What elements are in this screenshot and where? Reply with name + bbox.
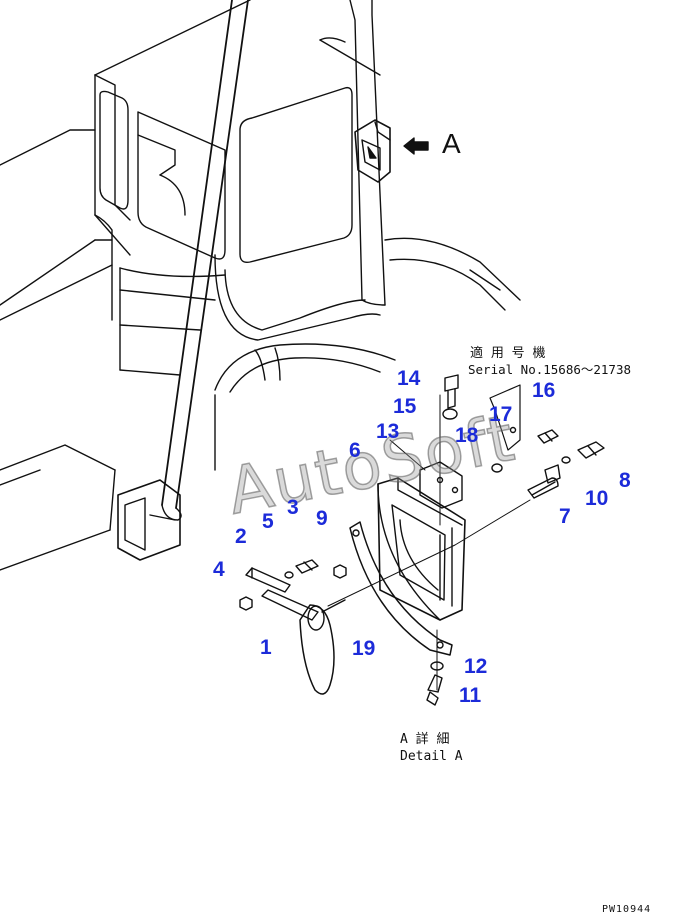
view-arrow [403,137,429,155]
callout-4: 4 [213,558,225,581]
callout-15: 15 [393,395,417,418]
callout-8: 8 [619,469,631,492]
callout-7: 7 [559,505,571,528]
callout-6: 6 [349,439,361,462]
machine-body [0,0,521,571]
view-label: A [442,128,461,159]
detail-caption-jp: A 詳 細 [400,732,450,747]
callout-9: 9 [316,507,328,530]
callout-12: 12 [464,655,488,678]
serial-note-jp: 適 用 号 機 [470,346,546,361]
callout-18: 18 [455,424,479,447]
callout-10: 10 [585,487,609,510]
detail-caption-en: Detail A [400,749,463,764]
callout-17: 17 [489,403,513,426]
serial-note-en: Serial No.15686〜21738 [468,362,632,377]
callout-11: 11 [459,684,482,707]
drawing-code: PW10944 [602,904,652,915]
callout-13: 13 [376,420,400,443]
callout-19: 19 [352,637,376,660]
callout-5: 5 [262,510,274,533]
callout-16: 16 [532,379,556,402]
callout-14: 14 [397,367,421,390]
callout-2: 2 [235,525,247,548]
detail-parts [239,374,605,706]
callout-3: 3 [287,496,299,519]
callout-1: 1 [260,636,272,659]
